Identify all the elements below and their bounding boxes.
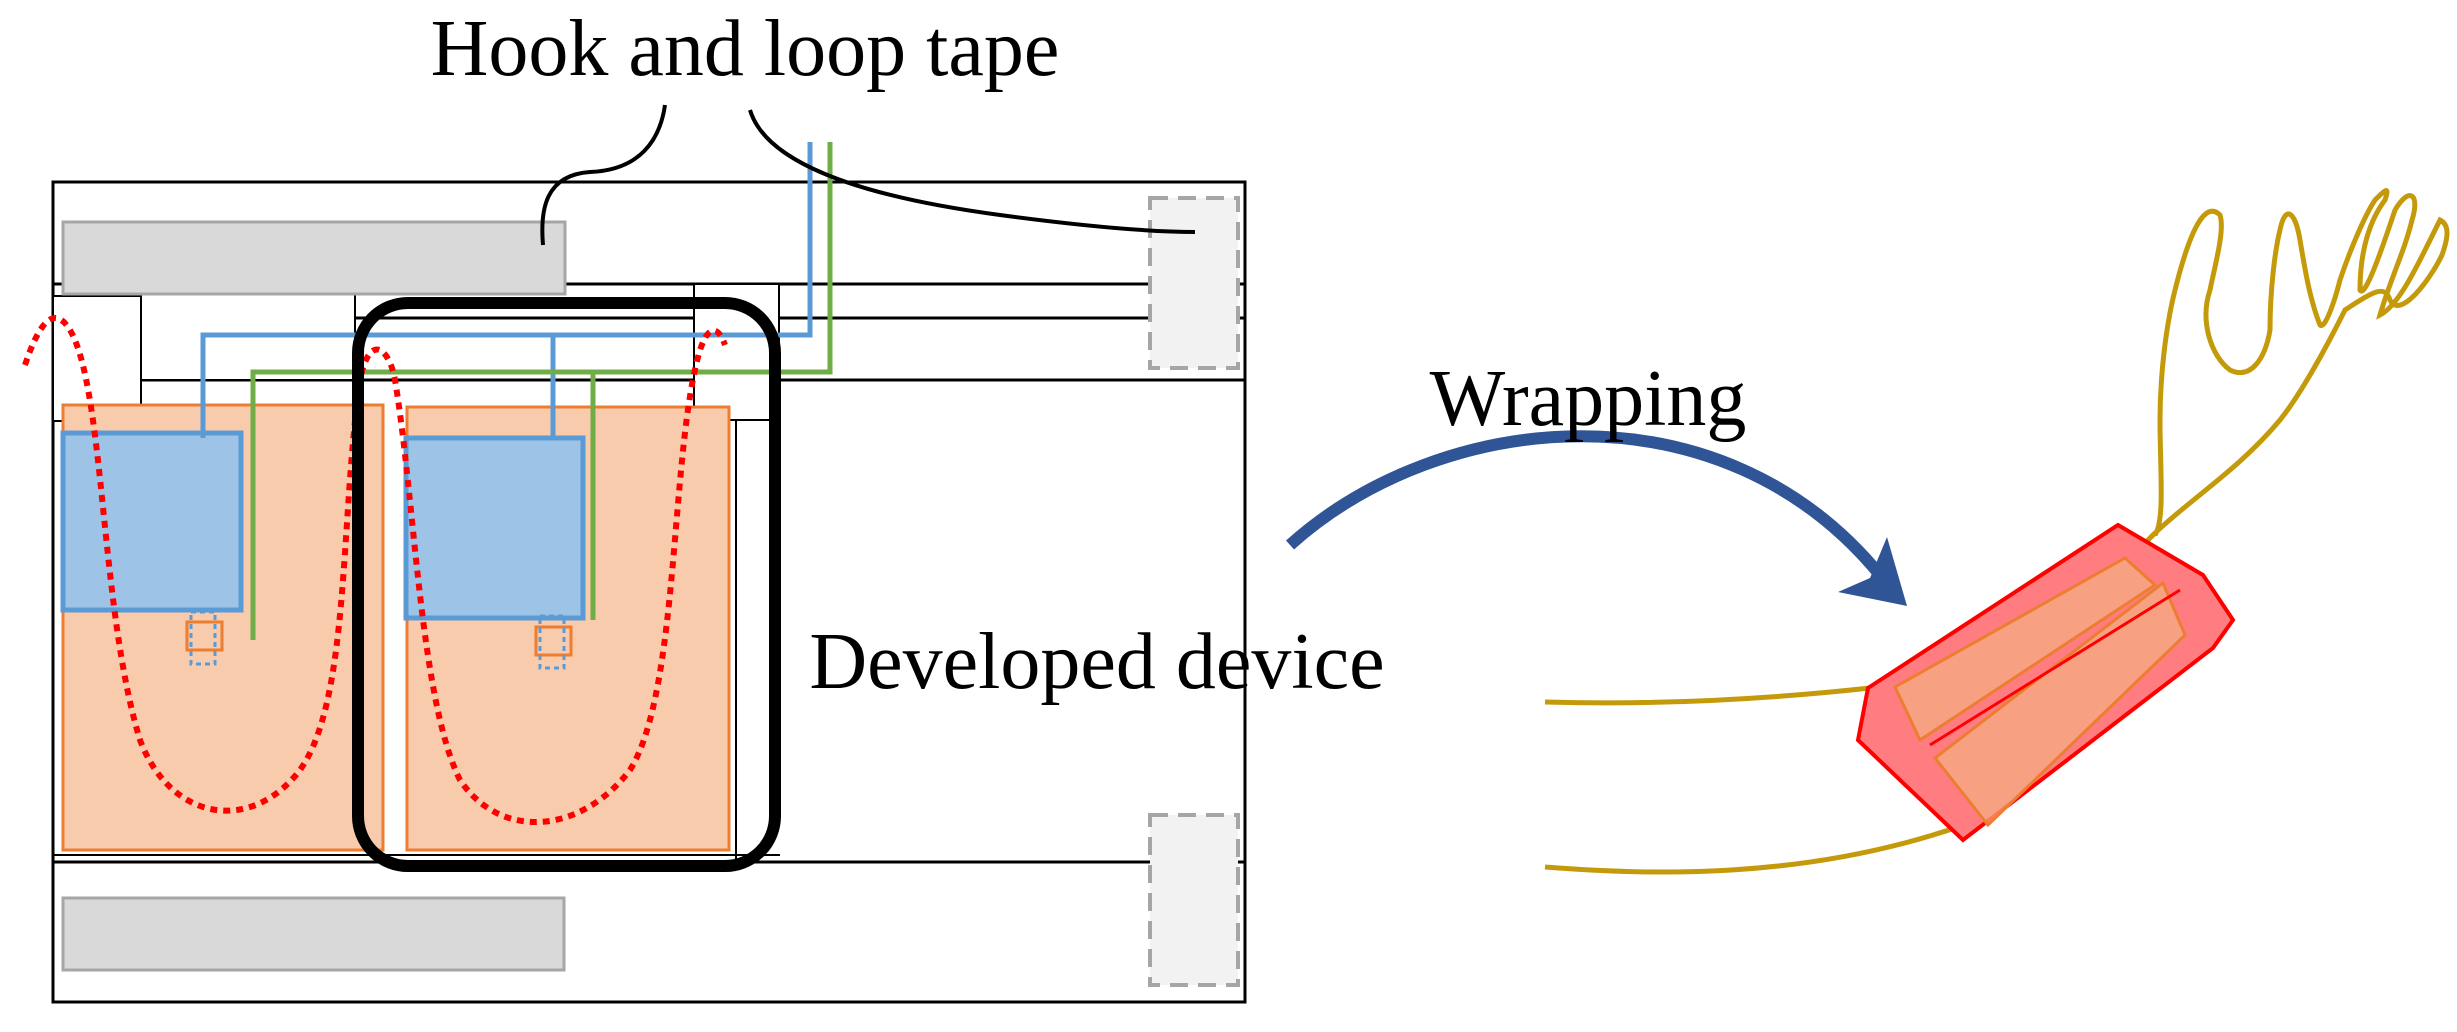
cuff-electrode-upper: [1893, 556, 2158, 743]
hook-loop-tape-bottom: [61, 896, 566, 972]
arm-illustration: [1544, 188, 2450, 875]
hook-loop-leader-left: [540, 104, 667, 246]
arm-upper-edge: [1544, 685, 1871, 706]
arm-lower-edge: [1544, 825, 1956, 875]
cuff-seam: [1929, 588, 2181, 747]
wire-green: [250, 142, 833, 640]
label-wrapping: Wrapping: [1430, 355, 1747, 443]
wrapping-arrow: [1285, 430, 1907, 606]
label-hook-and-loop-tape: Hook and loop tape: [431, 5, 1060, 93]
component-right-dotted: [538, 614, 566, 670]
device-outer-frame: [51, 180, 1247, 1004]
hook-loop-tape-dashed-bottom: [1148, 813, 1240, 987]
sensor-left: [60, 430, 244, 613]
wrapped-cuff: [1855, 522, 2236, 843]
device-flat-view: [51, 142, 1247, 1004]
developed-device-outline: [352, 297, 781, 872]
component-left-dotted: [189, 610, 217, 666]
hook-loop-leader-right: [748, 109, 1196, 234]
sensor-right: [403, 435, 586, 621]
component-left: [185, 620, 224, 652]
hook-loop-tape-top: [61, 220, 567, 296]
component-right: [534, 625, 573, 657]
coil-trace: [22, 315, 728, 825]
wrapping-arrow-head: [1838, 537, 1907, 606]
hand-outline: [2128, 188, 2450, 562]
hook-loop-tape-dashed-top: [1148, 196, 1240, 370]
wire-blue: [200, 142, 813, 438]
label-developed-device: Developed device: [809, 618, 1384, 706]
connector-box-left: [52, 295, 142, 422]
cuff-electrode-lower: [1932, 580, 2187, 828]
wrapping-arrow-shaft: [1285, 430, 1885, 579]
